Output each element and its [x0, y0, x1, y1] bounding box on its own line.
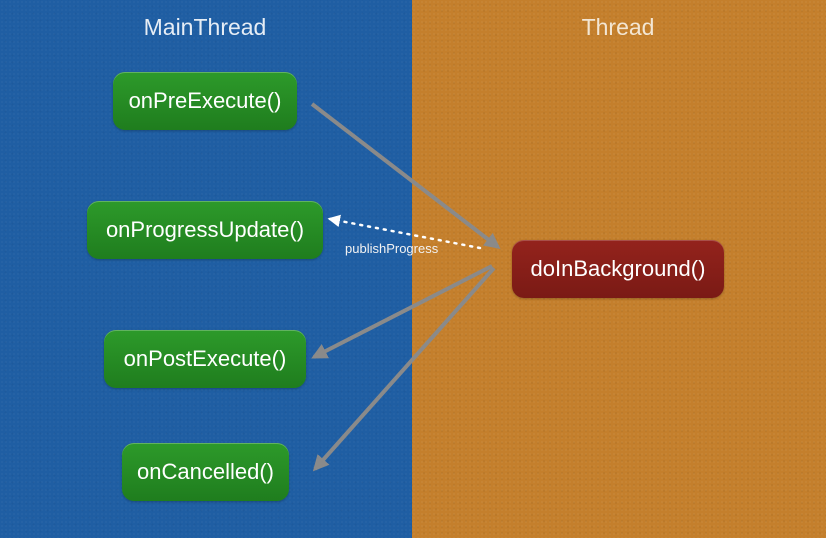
arrow-publish-progress — [327, 214, 482, 250]
arrow-background-to-post — [311, 264, 493, 359]
publish-progress-label: publishProgress — [345, 241, 439, 256]
on-progress-update-node: onProgressUpdate() — [87, 201, 323, 259]
on-cancelled-node: onCancelled() — [122, 443, 289, 501]
on-pre-execute-node: onPreExecute() — [113, 72, 297, 130]
on-post-execute-node: onPostExecute() — [104, 330, 306, 388]
do-in-background-node: doInBackground() — [512, 240, 724, 298]
arrow-background-to-cancelled — [312, 266, 496, 472]
main-thread-title: MainThread — [143, 14, 267, 40]
worker-thread-panel — [412, 0, 826, 538]
arrow-pre-to-background — [310, 102, 501, 249]
worker-thread-title: Thread — [581, 14, 655, 40]
